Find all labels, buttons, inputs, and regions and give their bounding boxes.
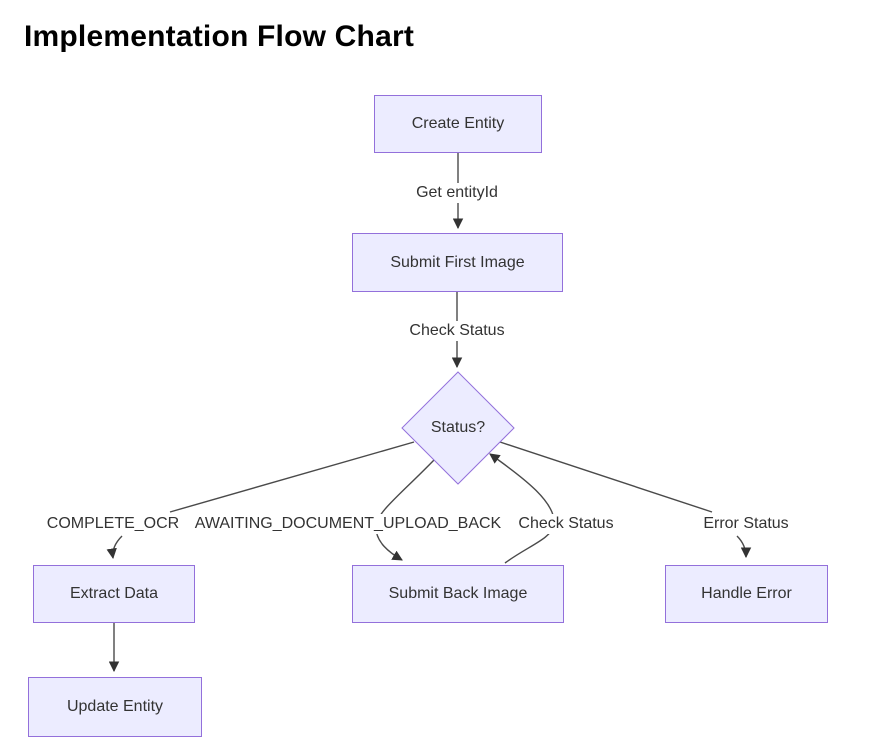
edge-label-error-status: Error Status bbox=[699, 514, 793, 534]
page-title: Implementation Flow Chart bbox=[24, 20, 415, 53]
edge-submit-back-to-status bbox=[489, 453, 555, 564]
edge-status-to-extract-arrow bbox=[106, 535, 123, 560]
node-submit-first-image: Submit First Image bbox=[352, 233, 563, 292]
edge-label-awaiting-document-upload-back: AWAITING_DOCUMENT_UPLOAD_BACK bbox=[190, 514, 506, 534]
node-handle-error: Handle Error bbox=[665, 565, 828, 623]
edge-status-to-extract-line bbox=[169, 441, 415, 513]
edge-label-check-status-loop: Check Status bbox=[514, 514, 618, 534]
edge-label-complete-ocr: COMPLETE_OCR bbox=[42, 514, 184, 534]
node-status-decision-label: Status? bbox=[430, 419, 486, 436]
edge-label-check-status: Check Status bbox=[405, 321, 509, 341]
node-extract-data: Extract Data bbox=[33, 565, 195, 623]
edge-status-to-handle-error-arrow bbox=[736, 535, 752, 559]
status-decision-diamond bbox=[401, 371, 515, 485]
node-update-entity: Update Entity bbox=[28, 677, 202, 737]
node-submit-back-image: Submit Back Image bbox=[352, 565, 564, 623]
edge-status-to-handle-error-line bbox=[499, 441, 713, 513]
edge-status-to-submit-back bbox=[375, 459, 435, 561]
edge-label-get-entityid: Get entityId bbox=[412, 183, 502, 203]
node-create-entity: Create Entity bbox=[374, 95, 542, 153]
